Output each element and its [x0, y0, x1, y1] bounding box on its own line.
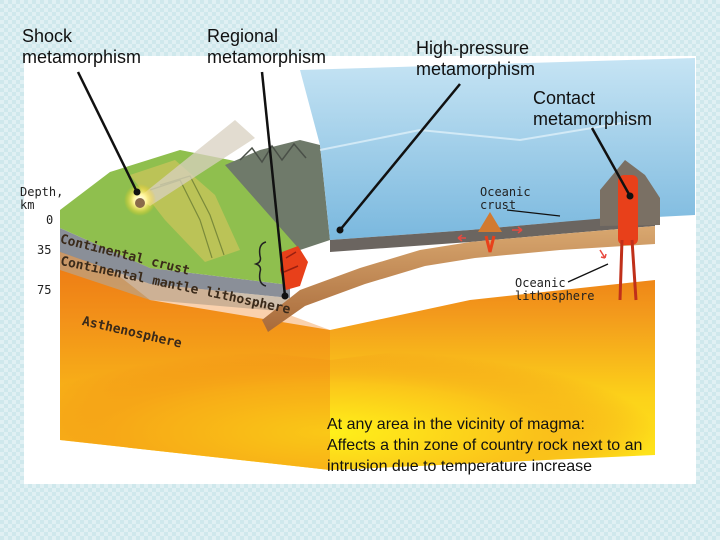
description-line-1: At any area in the vicinity of magma: — [327, 416, 585, 433]
ocean — [300, 58, 695, 240]
ridge — [478, 212, 502, 232]
magma-chamber — [618, 175, 638, 245]
label-shock-metamorphism: Shock metamorphism — [22, 26, 142, 67]
pointer-shock — [76, 71, 139, 193]
depth-axis-title: Depth, km — [20, 185, 64, 212]
label-oceanic-lithosphere: Oceanic lithosphere — [515, 276, 595, 303]
depth-tick-35: 35 — [37, 243, 52, 257]
continental-crust — [60, 228, 290, 298]
description-text: At any area in the vicinity of magma: Af… — [327, 414, 697, 477]
depth-tick-0: 0 — [46, 213, 54, 227]
label-contact-metamorphism: Contact metamorphism — [533, 88, 653, 129]
subducting-slab — [262, 226, 655, 332]
bracket — [253, 241, 267, 287]
pointer-oceanic-crust — [506, 209, 561, 217]
depth-tick-75: 75 — [37, 283, 52, 297]
pointer-regional — [260, 71, 287, 297]
label-high-pressure-metamorphism: High-pressure metamorphism — [416, 38, 536, 79]
mantle-hot-zone — [60, 320, 655, 470]
description-line-3: intrusion due to temperature increase — [327, 458, 593, 475]
description-line-2: Affects a thin zone of country rock next… — [327, 437, 643, 454]
pointer-contact — [590, 127, 632, 197]
oceanic-crust — [330, 214, 655, 252]
pointer-high-pressure — [339, 83, 461, 231]
label-oceanic-crust: Oceanic crust — [480, 185, 531, 212]
pointer-oceanic-litho — [567, 263, 609, 283]
meteor-trail — [138, 120, 255, 206]
label-regional-metamorphism: Regional metamorphism — [207, 26, 327, 67]
